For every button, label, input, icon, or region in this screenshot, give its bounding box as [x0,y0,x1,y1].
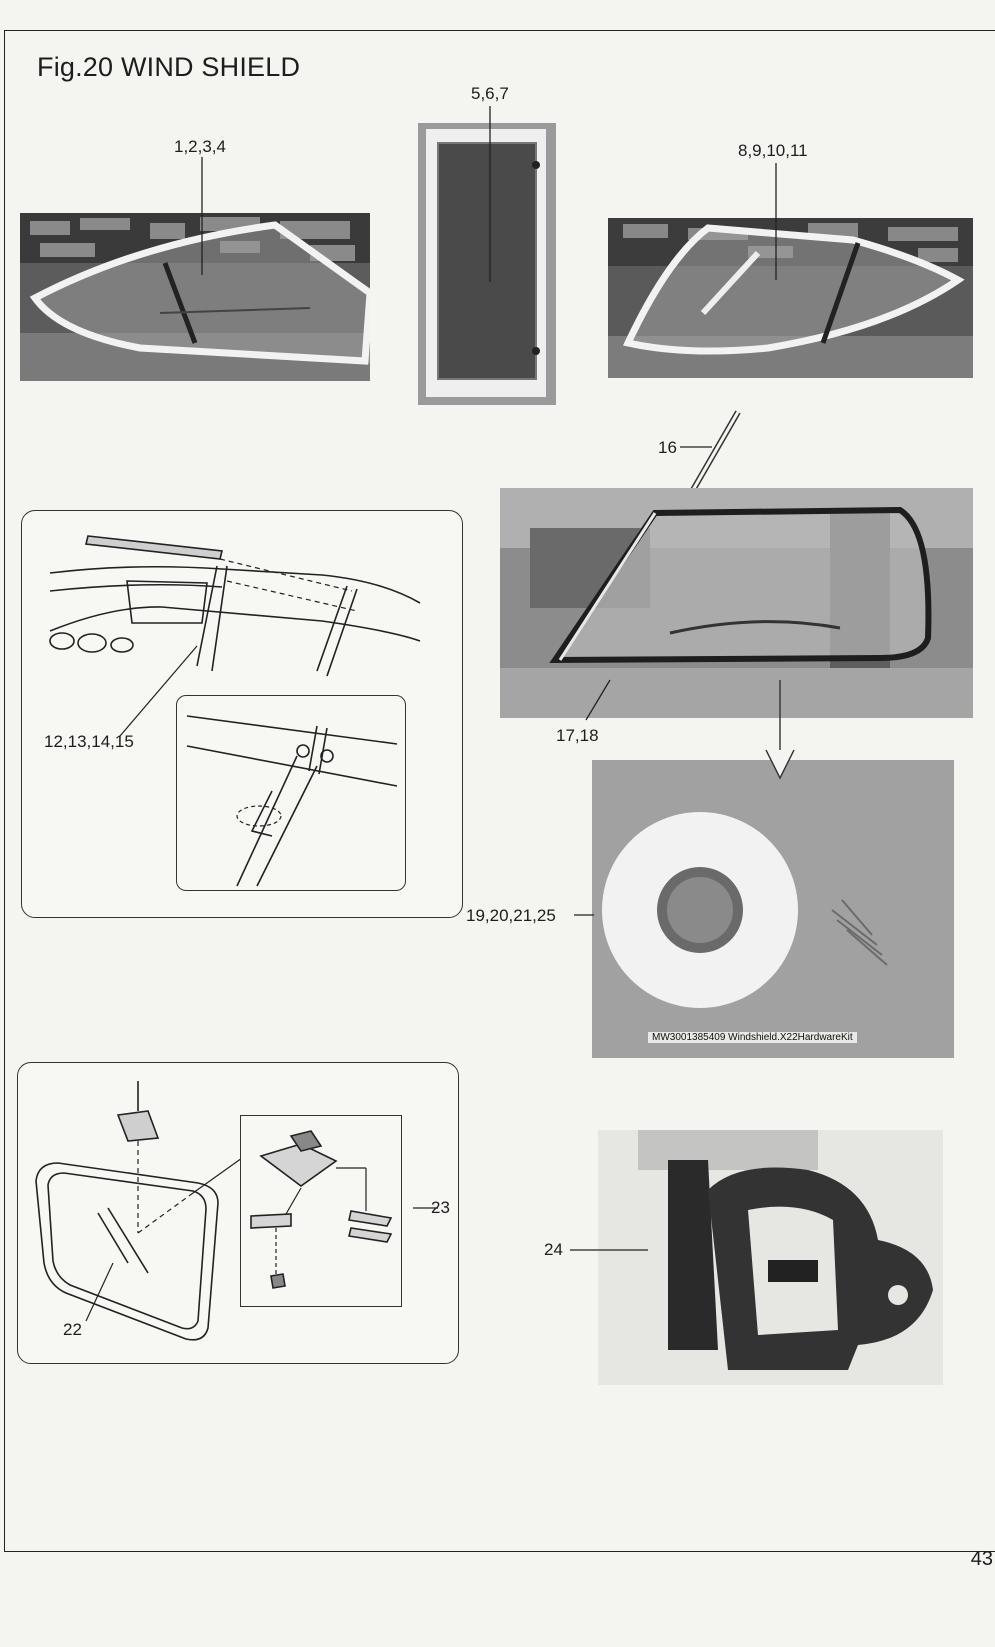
callout-24: 24 [544,1240,563,1259]
diagram-mirror-bracket [240,1115,402,1307]
callout-8-9-10-11: 8,9,10,11 [738,141,808,160]
page-frame [4,30,995,1552]
callout-1-2-3-4: 1,2,3,4 [174,137,226,156]
photo-caption: MW3001385409 Windshield.X22HardwareKit [648,1032,857,1043]
callout-22: 22 [63,1320,82,1339]
diagram-fixing-detail [176,695,406,891]
diagram-fixing-box [21,510,463,918]
callout-23: 23 [431,1198,450,1217]
photo-installed-windshield [500,488,973,718]
page-number: 43 [970,1548,993,1570]
photo-left-windshield [20,213,370,381]
callout-5-6-7: 5,6,7 [471,84,509,103]
photo-tape-roll: MW3001385409 Windshield.X22HardwareKit [592,760,954,1058]
callout-16: 16 [658,438,677,457]
figure-title: Fig.20 WIND SHIELD [37,52,301,82]
callout-12-13-14-15: 12,13,14,15 [44,732,134,751]
photo-hinge-bracket [598,1130,943,1385]
photo-framed-window [418,123,556,405]
photo-right-windshield [608,218,973,378]
callout-19-20-21-25: 19,20,21,25 [466,906,556,925]
callout-17-18: 17,18 [556,726,599,745]
diagram-mirror-box [17,1062,459,1364]
